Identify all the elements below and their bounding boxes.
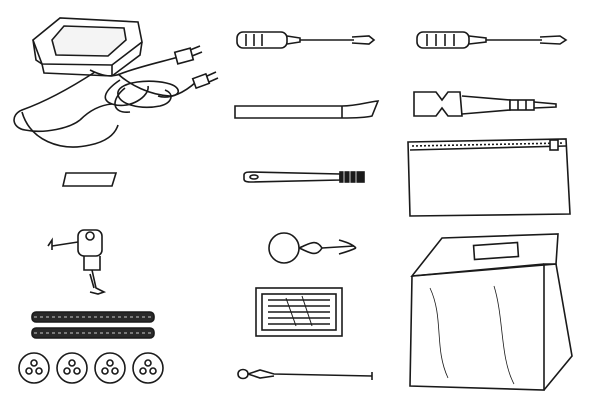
spool-cap-icon: [16, 350, 52, 386]
felt-pad-icon: [60, 170, 120, 190]
needle-pack-icon: [252, 284, 348, 340]
tweezers-icon: [234, 362, 380, 388]
spool-cap-icon: [92, 350, 128, 386]
dust-cover-icon: [404, 228, 579, 398]
spool-cap-icon: [54, 350, 90, 386]
zipper-bag-icon: [404, 136, 574, 222]
spool-net-icon: [28, 308, 160, 344]
screwdriver-small-icon: [414, 24, 574, 58]
foot-controller-icon: [0, 0, 230, 160]
needle-holder-icon: [410, 86, 570, 126]
screwdriver-large-icon: [234, 24, 384, 58]
presser-foot-icon: [44, 222, 124, 302]
brush-icon: [240, 165, 370, 189]
needle-threader-icon: [264, 228, 374, 272]
seam-ripper-icon: [232, 98, 382, 128]
spool-cap-icon: [130, 350, 166, 386]
